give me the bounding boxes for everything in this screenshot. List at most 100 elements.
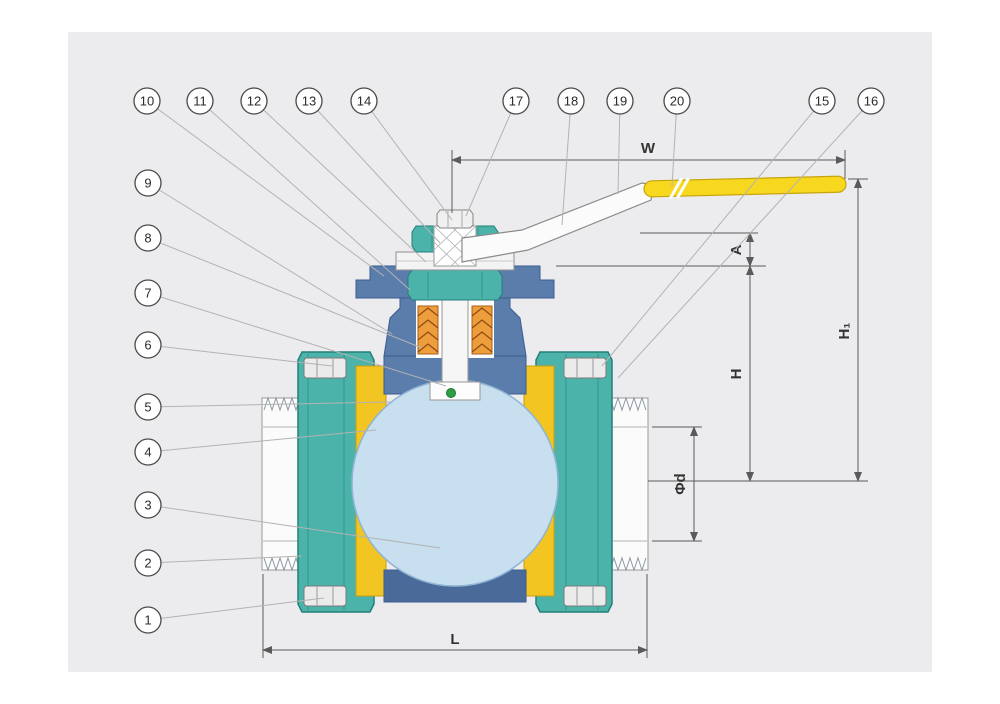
packing-right-hatch: [471, 307, 493, 353]
callout-1: 1: [134, 606, 162, 634]
callout-15-number: 15: [815, 94, 829, 109]
dim-label-phid: Φd: [672, 473, 689, 494]
bolt-left-bottom: [303, 585, 347, 607]
callout-6-number: 6: [144, 338, 151, 353]
callout-13-number: 13: [302, 94, 316, 109]
callout-19-number: 19: [613, 94, 627, 109]
bolt-right-bottom-facets: [576, 587, 594, 605]
callout-20: 20: [663, 87, 691, 115]
stem-bolt-facets: [447, 211, 463, 227]
leader-11: [199, 100, 411, 291]
leader-20: [671, 100, 678, 187]
leader-lines: [146, 100, 872, 621]
valve-drawing: [261, 175, 847, 613]
dim-label-w: W: [641, 140, 656, 157]
callout-12-number: 12: [247, 94, 261, 109]
leader-13: [308, 100, 441, 244]
callout-5-number: 5: [144, 400, 151, 415]
leader-3: [147, 504, 441, 549]
leader-12: [253, 100, 427, 263]
union-nut-left-facets: [307, 354, 345, 610]
callout-16: 16: [857, 87, 885, 115]
packing-left: [417, 305, 439, 355]
callout-17: 17: [502, 87, 530, 115]
dim-a-extensions: [556, 232, 766, 267]
callout-10: 10: [133, 87, 161, 115]
callout-11-number: 11: [193, 94, 207, 109]
packing-right: [471, 305, 493, 355]
position-indicator-dot: [446, 388, 456, 398]
union-nut-left: [297, 351, 375, 613]
leader-8: [147, 237, 423, 349]
callout-20-number: 20: [670, 94, 684, 109]
callout-7-number: 7: [144, 286, 151, 301]
bolt-right-bottom: [563, 585, 607, 607]
body-bolts: [303, 357, 607, 607]
leader-18: [561, 100, 572, 226]
leader-1: [147, 597, 325, 621]
handle-grip-break-mark: [668, 177, 691, 200]
dim-label-a: A: [728, 244, 745, 255]
callout-4: 4: [134, 438, 162, 466]
union-nut-right-facets: [565, 354, 599, 610]
leader-6: [147, 344, 333, 367]
callout-7: 7: [134, 279, 162, 307]
leader-15: [601, 100, 823, 367]
bolt-left-bottom-facets: [316, 587, 334, 605]
leader-5: [147, 401, 391, 408]
bolt-left-top-facets: [316, 359, 334, 377]
callout-8: 8: [134, 224, 162, 252]
bolt-right-top-facets: [576, 359, 594, 377]
stem-top-stack: [395, 209, 515, 301]
callout-2-number: 2: [144, 556, 151, 571]
callout-14: 14: [350, 87, 378, 115]
callout-19: 19: [606, 87, 634, 115]
gland-nut: [407, 269, 503, 301]
callout-1-number: 1: [144, 613, 151, 628]
gland-nut-facets: [427, 272, 483, 298]
callout-18: 18: [557, 87, 585, 115]
callout-9: 9: [134, 169, 162, 197]
handle-grip: [643, 175, 847, 198]
leader-4: [147, 429, 377, 453]
callout-15: 15: [808, 87, 836, 115]
handle-grip-group: [643, 175, 847, 200]
leader-16: [617, 100, 872, 379]
callout-13: 13: [295, 87, 323, 115]
dim-label-h1: H₁: [836, 322, 853, 339]
leader-9: [147, 182, 393, 335]
callout-10-number: 10: [140, 94, 154, 109]
callout-18-number: 18: [564, 94, 578, 109]
callout-8-number: 8: [144, 231, 151, 246]
callout-4-number: 4: [144, 445, 151, 460]
union-nut-left-shape: [297, 351, 375, 613]
leader-14: [363, 100, 453, 221]
callout-11: 11: [186, 87, 214, 115]
callout-3: 3: [134, 491, 162, 519]
leader-7: [147, 292, 447, 387]
dimensions: W A H H₁ Φd L: [262, 140, 868, 658]
callout-9-number: 9: [144, 176, 151, 191]
callout-17-number: 17: [509, 94, 523, 109]
dim-label-l: L: [450, 631, 459, 648]
gland-packing: [417, 305, 493, 355]
dim-l-extensions: [262, 574, 648, 658]
callout-16-number: 16: [864, 94, 878, 109]
callout-6: 6: [134, 331, 162, 359]
callouts: 10 11 12 13 14 17 18 19 20 15 16 9 8 7 6…: [133, 87, 885, 634]
leader-10: [146, 100, 385, 277]
dim-label-h: H: [728, 369, 745, 380]
leader-2: [147, 555, 303, 564]
packing-left-hatch: [417, 307, 439, 353]
callout-3-number: 3: [144, 498, 151, 513]
callout-2: 2: [134, 549, 162, 577]
callout-5: 5: [134, 393, 162, 421]
bolt-right-top: [563, 357, 607, 379]
leader-17: [465, 100, 517, 217]
leader-19: [617, 100, 621, 195]
stem: [441, 293, 469, 391]
callout-12: 12: [240, 87, 268, 115]
bolt-left-top: [303, 357, 347, 379]
